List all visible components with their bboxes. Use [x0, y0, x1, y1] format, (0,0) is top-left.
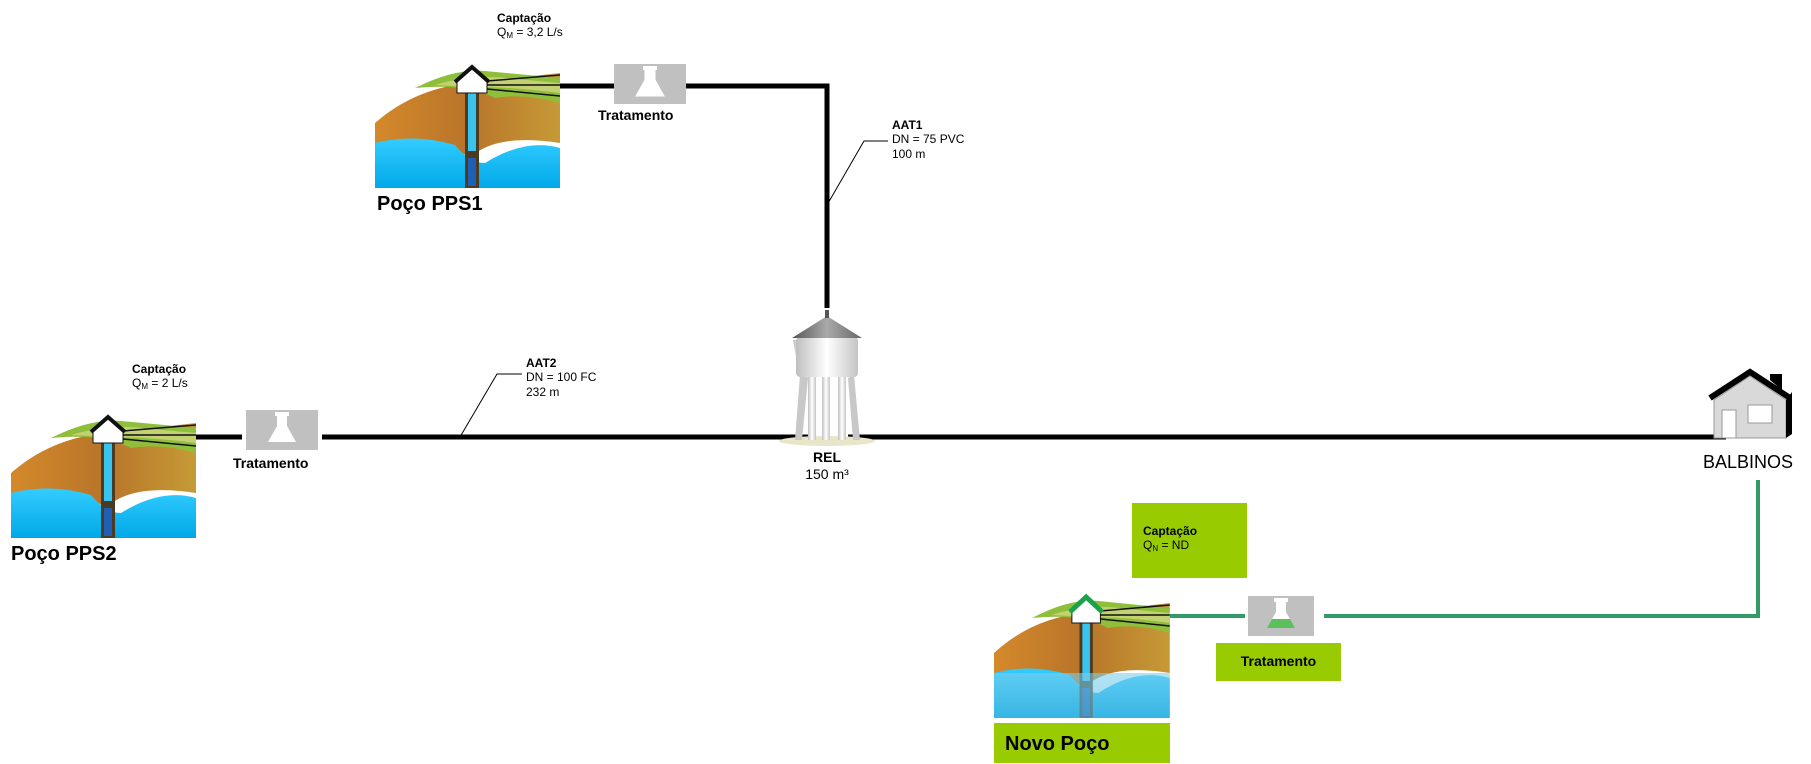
reservoir-name: REL: [813, 449, 841, 465]
well-novo-name: Novo Poço: [1005, 733, 1110, 755]
well-novo-name-box: [994, 723, 1170, 763]
flask-icon: [268, 412, 296, 442]
captacao-pps1-title: Captação: [497, 11, 552, 25]
treatment-novo-label-box: [1216, 643, 1341, 681]
captacao-pps2-flow: QM = 2 L/s: [132, 376, 188, 392]
treatment-novo-label: Tratamento: [1240, 653, 1317, 669]
pipe-aat2-label: AAT2 DN = 100 FC 232 m: [526, 356, 596, 399]
treatment-pps1-box: [614, 64, 686, 104]
captacao-pps2-label: Captação QM = 2 L/s: [132, 362, 188, 392]
captacao-pps1-flow: QM = 3,2 L/s: [497, 25, 563, 41]
pipe-aat2-length: 232 m: [526, 384, 560, 399]
well-pps1-name: Poço PPS1: [377, 193, 483, 215]
captacao-novo-flow: QN = ND: [1143, 538, 1190, 554]
well-pps1-illustration: [373, 61, 562, 190]
treatment-pps2-label: Tratamento: [233, 455, 309, 471]
aat2-leader-line: [459, 373, 522, 438]
pipe-aat1-name: AAT1: [892, 118, 923, 132]
reservoir-volume: 150 m³: [805, 465, 849, 482]
pipe-aat2-name: AAT2: [526, 356, 557, 370]
well-novo-illustration: [992, 591, 1172, 720]
pipe-aat2-dn: DN = 100 FC: [526, 370, 597, 385]
treatment-pps1-label: Tratamento: [598, 107, 674, 123]
treatment-novo-box: [1248, 596, 1314, 636]
well-pps2-illustration: [9, 411, 198, 540]
captacao-pps2-title: Captação: [132, 362, 187, 376]
destination-name: BALBINOS: [1703, 452, 1794, 472]
pipe-aat1-length: 100 m: [892, 146, 926, 161]
captacao-novo-title: Captação: [1143, 524, 1198, 538]
aat1-leader-line: [826, 140, 888, 206]
reservoir-label: REL 150 m³: [793, 449, 861, 483]
flask-icon: [635, 66, 665, 97]
captacao-novo-label: Captação QN = ND: [1143, 524, 1197, 554]
captacao-pps1-label: Captação QM = 3,2 L/s: [497, 11, 563, 41]
pipe-aat1-dn: DN = 75 PVC: [892, 132, 965, 147]
pipe-aat1: [686, 83, 830, 308]
flask-icon: [1267, 598, 1295, 628]
well-pps2-name: Poço PPS2: [11, 543, 117, 565]
water-tower-icon: [779, 310, 875, 446]
pipe-aat1-label: AAT1 DN = 75 PVC 100 m: [892, 118, 964, 161]
treatment-pps2-box: [246, 410, 318, 450]
pipe-novo-to-balbinos: [1324, 480, 1760, 618]
captacao-novo-box: [1132, 503, 1247, 578]
house-icon: [1708, 368, 1792, 439]
